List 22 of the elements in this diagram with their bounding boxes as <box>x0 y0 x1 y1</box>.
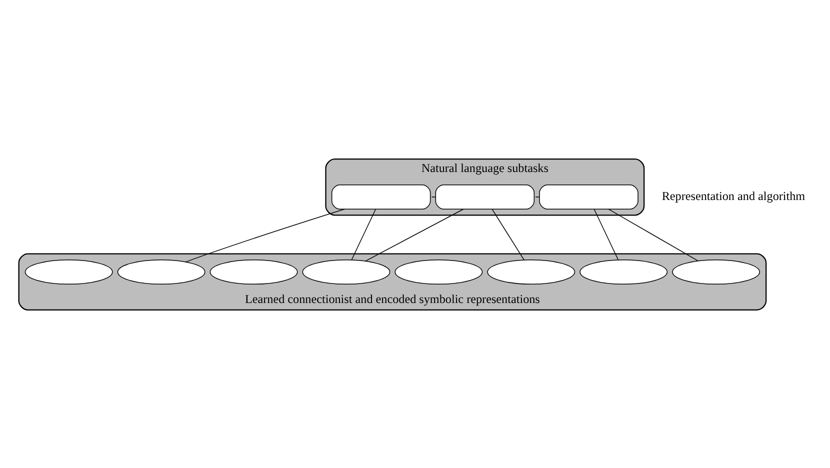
node-ellipse <box>210 259 298 284</box>
label: Representation and algorithm <box>662 188 806 202</box>
connector <box>430 196 436 197</box>
node-ellipse <box>24 259 113 284</box>
node-box <box>331 184 431 209</box>
node-ellipse <box>302 259 390 284</box>
node-ellipse <box>394 259 483 284</box>
node-box <box>539 184 638 209</box>
connector <box>594 208 619 260</box>
node-ellipse <box>487 259 576 284</box>
cluster: Natural language subtasks <box>325 158 645 216</box>
node-ellipse <box>117 259 206 284</box>
node-ellipse <box>672 259 760 284</box>
node-ellipse <box>580 259 668 284</box>
cluster: Learned connectionist and encoded symbolic representations <box>18 252 767 310</box>
node-box <box>435 184 535 209</box>
connector <box>186 208 345 262</box>
connector <box>492 208 524 260</box>
connector <box>608 208 699 261</box>
connector <box>534 196 540 197</box>
connector <box>351 208 376 260</box>
connector <box>365 208 464 261</box>
